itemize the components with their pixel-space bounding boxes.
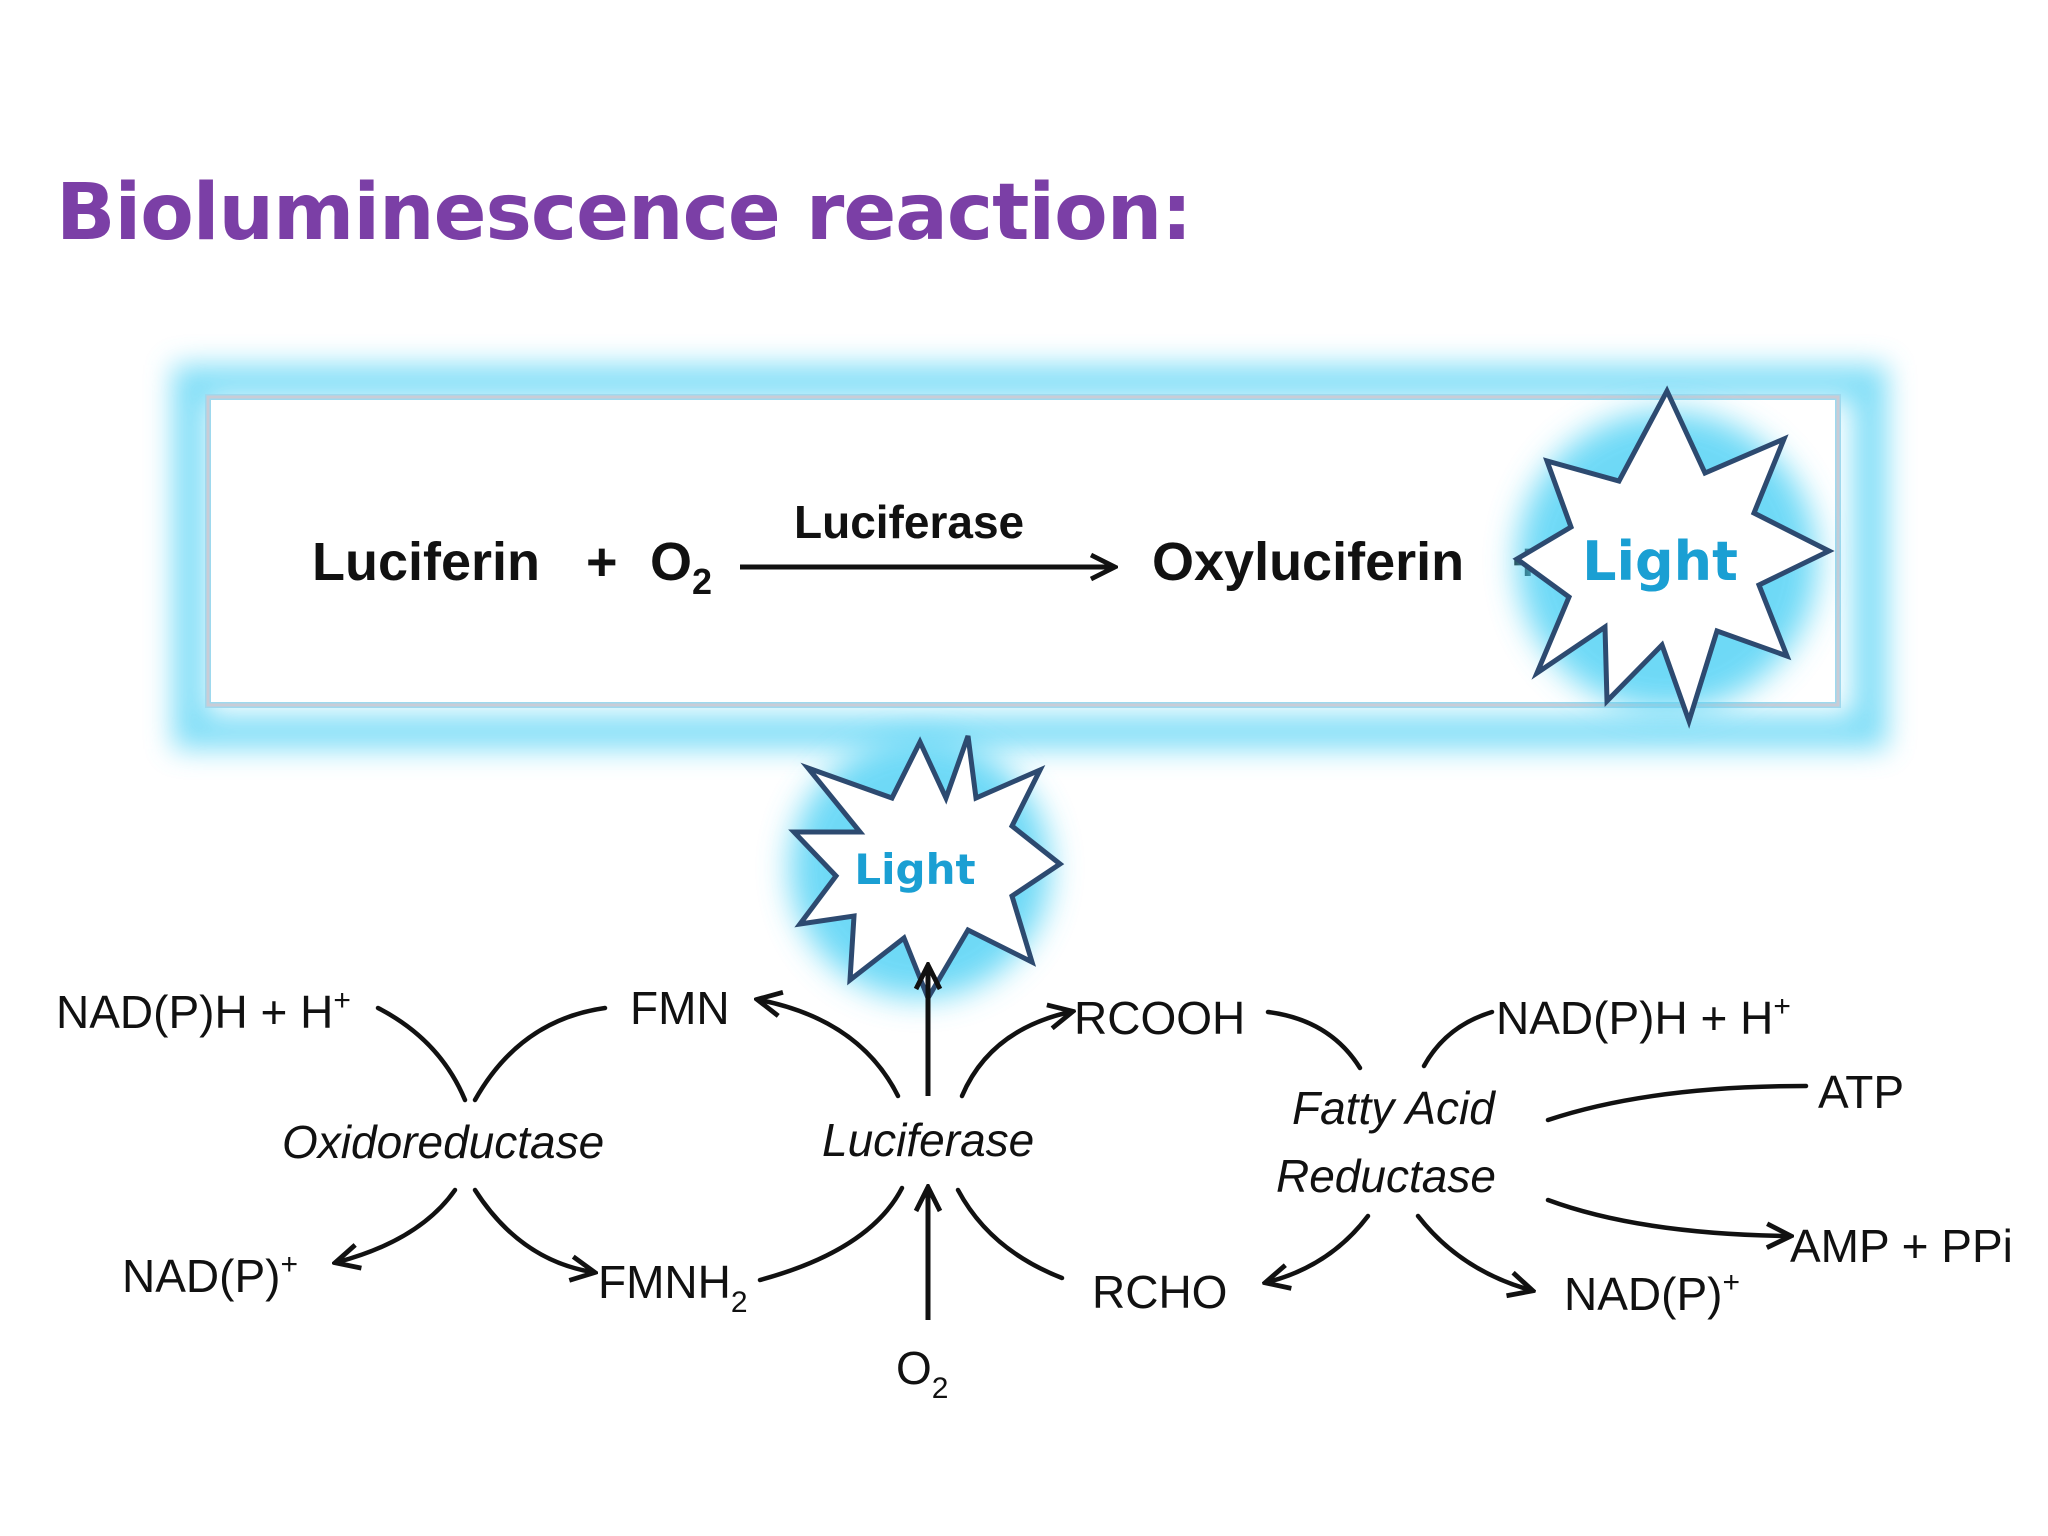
rcho-label: RCHO	[1092, 1266, 1227, 1318]
fatty-acid-label: Fatty Acid	[1292, 1082, 1496, 1134]
equation-reactant: Luciferin	[312, 532, 540, 592]
left-top-nadph: NAD(P)H + H+	[56, 984, 351, 1038]
reductase-label: Reductase	[1276, 1150, 1496, 1202]
light-label-center: Light	[854, 845, 975, 894]
right-bottom-nadp: NAD(P)+	[1564, 1266, 1740, 1320]
equation-oxygen: O2	[650, 532, 712, 602]
luciferase-label: Luciferase	[822, 1114, 1034, 1166]
fmnh2-label: FMNH2	[598, 1256, 748, 1319]
light-starburst-center	[788, 735, 1065, 1004]
oxygen-label: O2	[896, 1342, 948, 1405]
luciferase-arrows	[760, 968, 1070, 1320]
oxidoreductase-arrows	[338, 1005, 608, 1272]
equation-enzyme: Luciferase	[794, 496, 1024, 548]
amp-ppi-label: AMP + PPi	[1790, 1220, 2013, 1272]
equation-plus: +	[586, 532, 618, 592]
left-bottom-nadp: NAD(P)+	[122, 1248, 298, 1302]
light-starburst-top	[1512, 385, 1835, 729]
fatty-acid-reductase-arrows	[1268, 1009, 1809, 1290]
equation-product: Oxyluciferin	[1152, 532, 1464, 592]
atp-label: ATP	[1818, 1066, 1904, 1118]
oxidoreductase-label: Oxidoreductase	[282, 1116, 604, 1168]
right-top-nadph: NAD(P)H + H+	[1496, 990, 1791, 1044]
light-label-top: Light	[1582, 530, 1738, 593]
rcooh-label: RCOOH	[1074, 992, 1245, 1044]
fmn-label: FMN	[630, 982, 730, 1034]
page-title: Bioluminescence reaction:	[56, 168, 1192, 258]
